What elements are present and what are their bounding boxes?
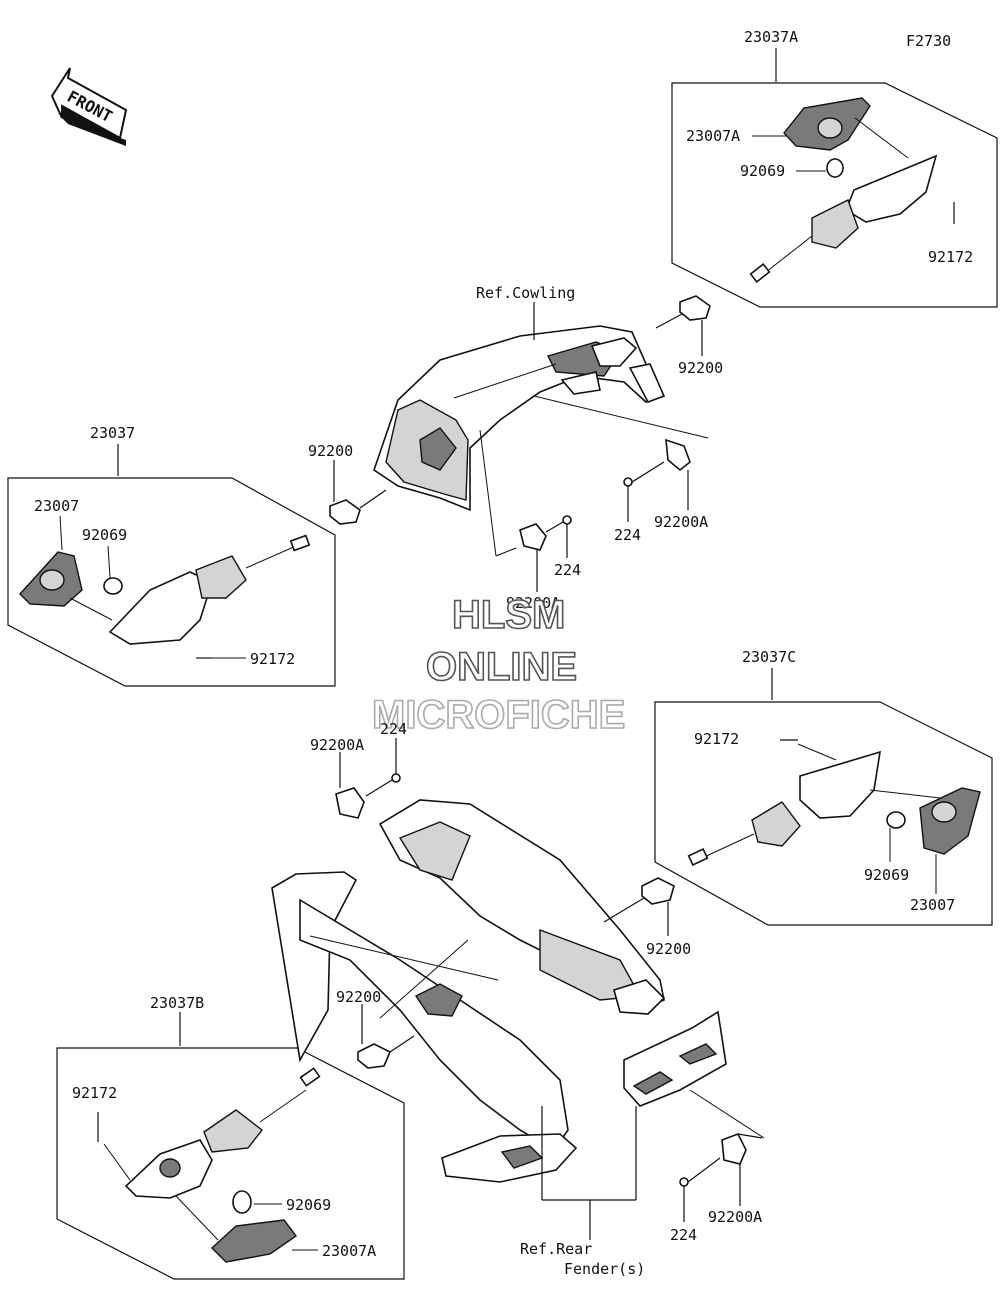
label-224-upper-center: 224 bbox=[554, 561, 581, 579]
label-23007-left: 23007 bbox=[34, 497, 79, 515]
figure-code: F2730 bbox=[906, 32, 951, 50]
label-23037a: 23037A bbox=[744, 28, 798, 46]
signal-assembly-23037 bbox=[19, 534, 311, 645]
bracket-lower-right bbox=[721, 1132, 747, 1165]
label-92200-upper-left: 92200 bbox=[308, 442, 353, 460]
label-92069-top: 92069 bbox=[740, 162, 785, 180]
label-92200a-lower-right: 92200A bbox=[708, 1208, 762, 1226]
label-92200-upper-right: 92200 bbox=[678, 359, 723, 377]
label-92200a-upper-right: 92200A bbox=[654, 513, 708, 531]
label-92172-top: 92172 bbox=[928, 248, 973, 266]
frame-23037 bbox=[7, 477, 336, 687]
bolt-lower-left bbox=[391, 773, 401, 783]
watermark-line2: ONLINE bbox=[426, 645, 577, 689]
label-224-lower-left: 224 bbox=[380, 720, 407, 738]
housing-left bbox=[108, 571, 213, 645]
label-92200-lower-left: 92200 bbox=[336, 988, 381, 1006]
label-224-lower-right: 224 bbox=[670, 1226, 697, 1244]
bulb-92069-bottom-left bbox=[232, 1190, 252, 1214]
frame-23037a bbox=[671, 82, 998, 308]
housing-right bbox=[799, 750, 881, 819]
lens-23007a-bottom bbox=[210, 1219, 297, 1263]
label-92172-right: 92172 bbox=[694, 730, 739, 748]
label-92069-bottom-left: 92069 bbox=[286, 1196, 331, 1214]
bracket-upper-right bbox=[665, 438, 691, 472]
bolt-lower-right bbox=[679, 1177, 689, 1187]
signal-assembly-23037c bbox=[687, 743, 981, 866]
watermark-line1: HLSM bbox=[452, 593, 565, 637]
watermark: HLSM ONLINE MICROFICHE bbox=[371, 592, 626, 738]
bracket-lower-left bbox=[335, 787, 365, 819]
label-92200-lower-right: 92200 bbox=[646, 940, 691, 958]
label-23007a-bottom-left: 23007A bbox=[322, 1242, 376, 1260]
ref-cowling-label: Ref.Cowling bbox=[476, 284, 575, 302]
frame-23037b bbox=[56, 1047, 405, 1280]
housing-top-right bbox=[845, 154, 938, 223]
label-23007-right: 23007 bbox=[910, 896, 955, 914]
grommet-lower-right bbox=[641, 877, 675, 905]
signal-assembly-23037a bbox=[749, 97, 955, 283]
grommet-upper-left bbox=[329, 499, 361, 525]
label-23037c: 23037C bbox=[742, 648, 796, 666]
cowling-assembly bbox=[373, 325, 709, 557]
bracket-upper-center bbox=[519, 523, 547, 551]
label-92172-bottom-left: 92172 bbox=[72, 1084, 117, 1102]
signal-assembly-23037b bbox=[103, 1067, 321, 1263]
bulb-92069 bbox=[826, 158, 844, 178]
grommet-upper-right bbox=[679, 295, 711, 321]
label-92200a-lower-left: 92200A bbox=[310, 736, 364, 754]
label-23037b: 23037B bbox=[150, 994, 204, 1012]
label-92172-left: 92172 bbox=[250, 650, 295, 668]
label-23037: 23037 bbox=[90, 424, 135, 442]
label-92069-right: 92069 bbox=[864, 866, 909, 884]
bolt-upper-right bbox=[623, 477, 633, 487]
label-92069-left: 92069 bbox=[82, 526, 127, 544]
rear-fender-assembly bbox=[271, 799, 727, 1183]
grommet-lower-left bbox=[357, 1043, 392, 1069]
front-direction-arrow-icon: FRONT bbox=[50, 67, 128, 146]
ref-rear-label-line1: Ref.Rear bbox=[520, 1240, 592, 1258]
bolt-upper-center bbox=[562, 515, 572, 525]
bulb-92069-right bbox=[886, 811, 906, 829]
bulb-92069-left bbox=[103, 577, 123, 595]
ref-rear-label-line2: Fender(s) bbox=[564, 1260, 645, 1278]
frame-23037c bbox=[654, 701, 993, 926]
watermark-line3: MICROFICHE bbox=[372, 693, 625, 737]
label-92200a-upper-center: 92200A bbox=[506, 594, 560, 612]
label-23007a-top: 23007A bbox=[686, 127, 740, 145]
label-224-upper-right: 224 bbox=[614, 526, 641, 544]
